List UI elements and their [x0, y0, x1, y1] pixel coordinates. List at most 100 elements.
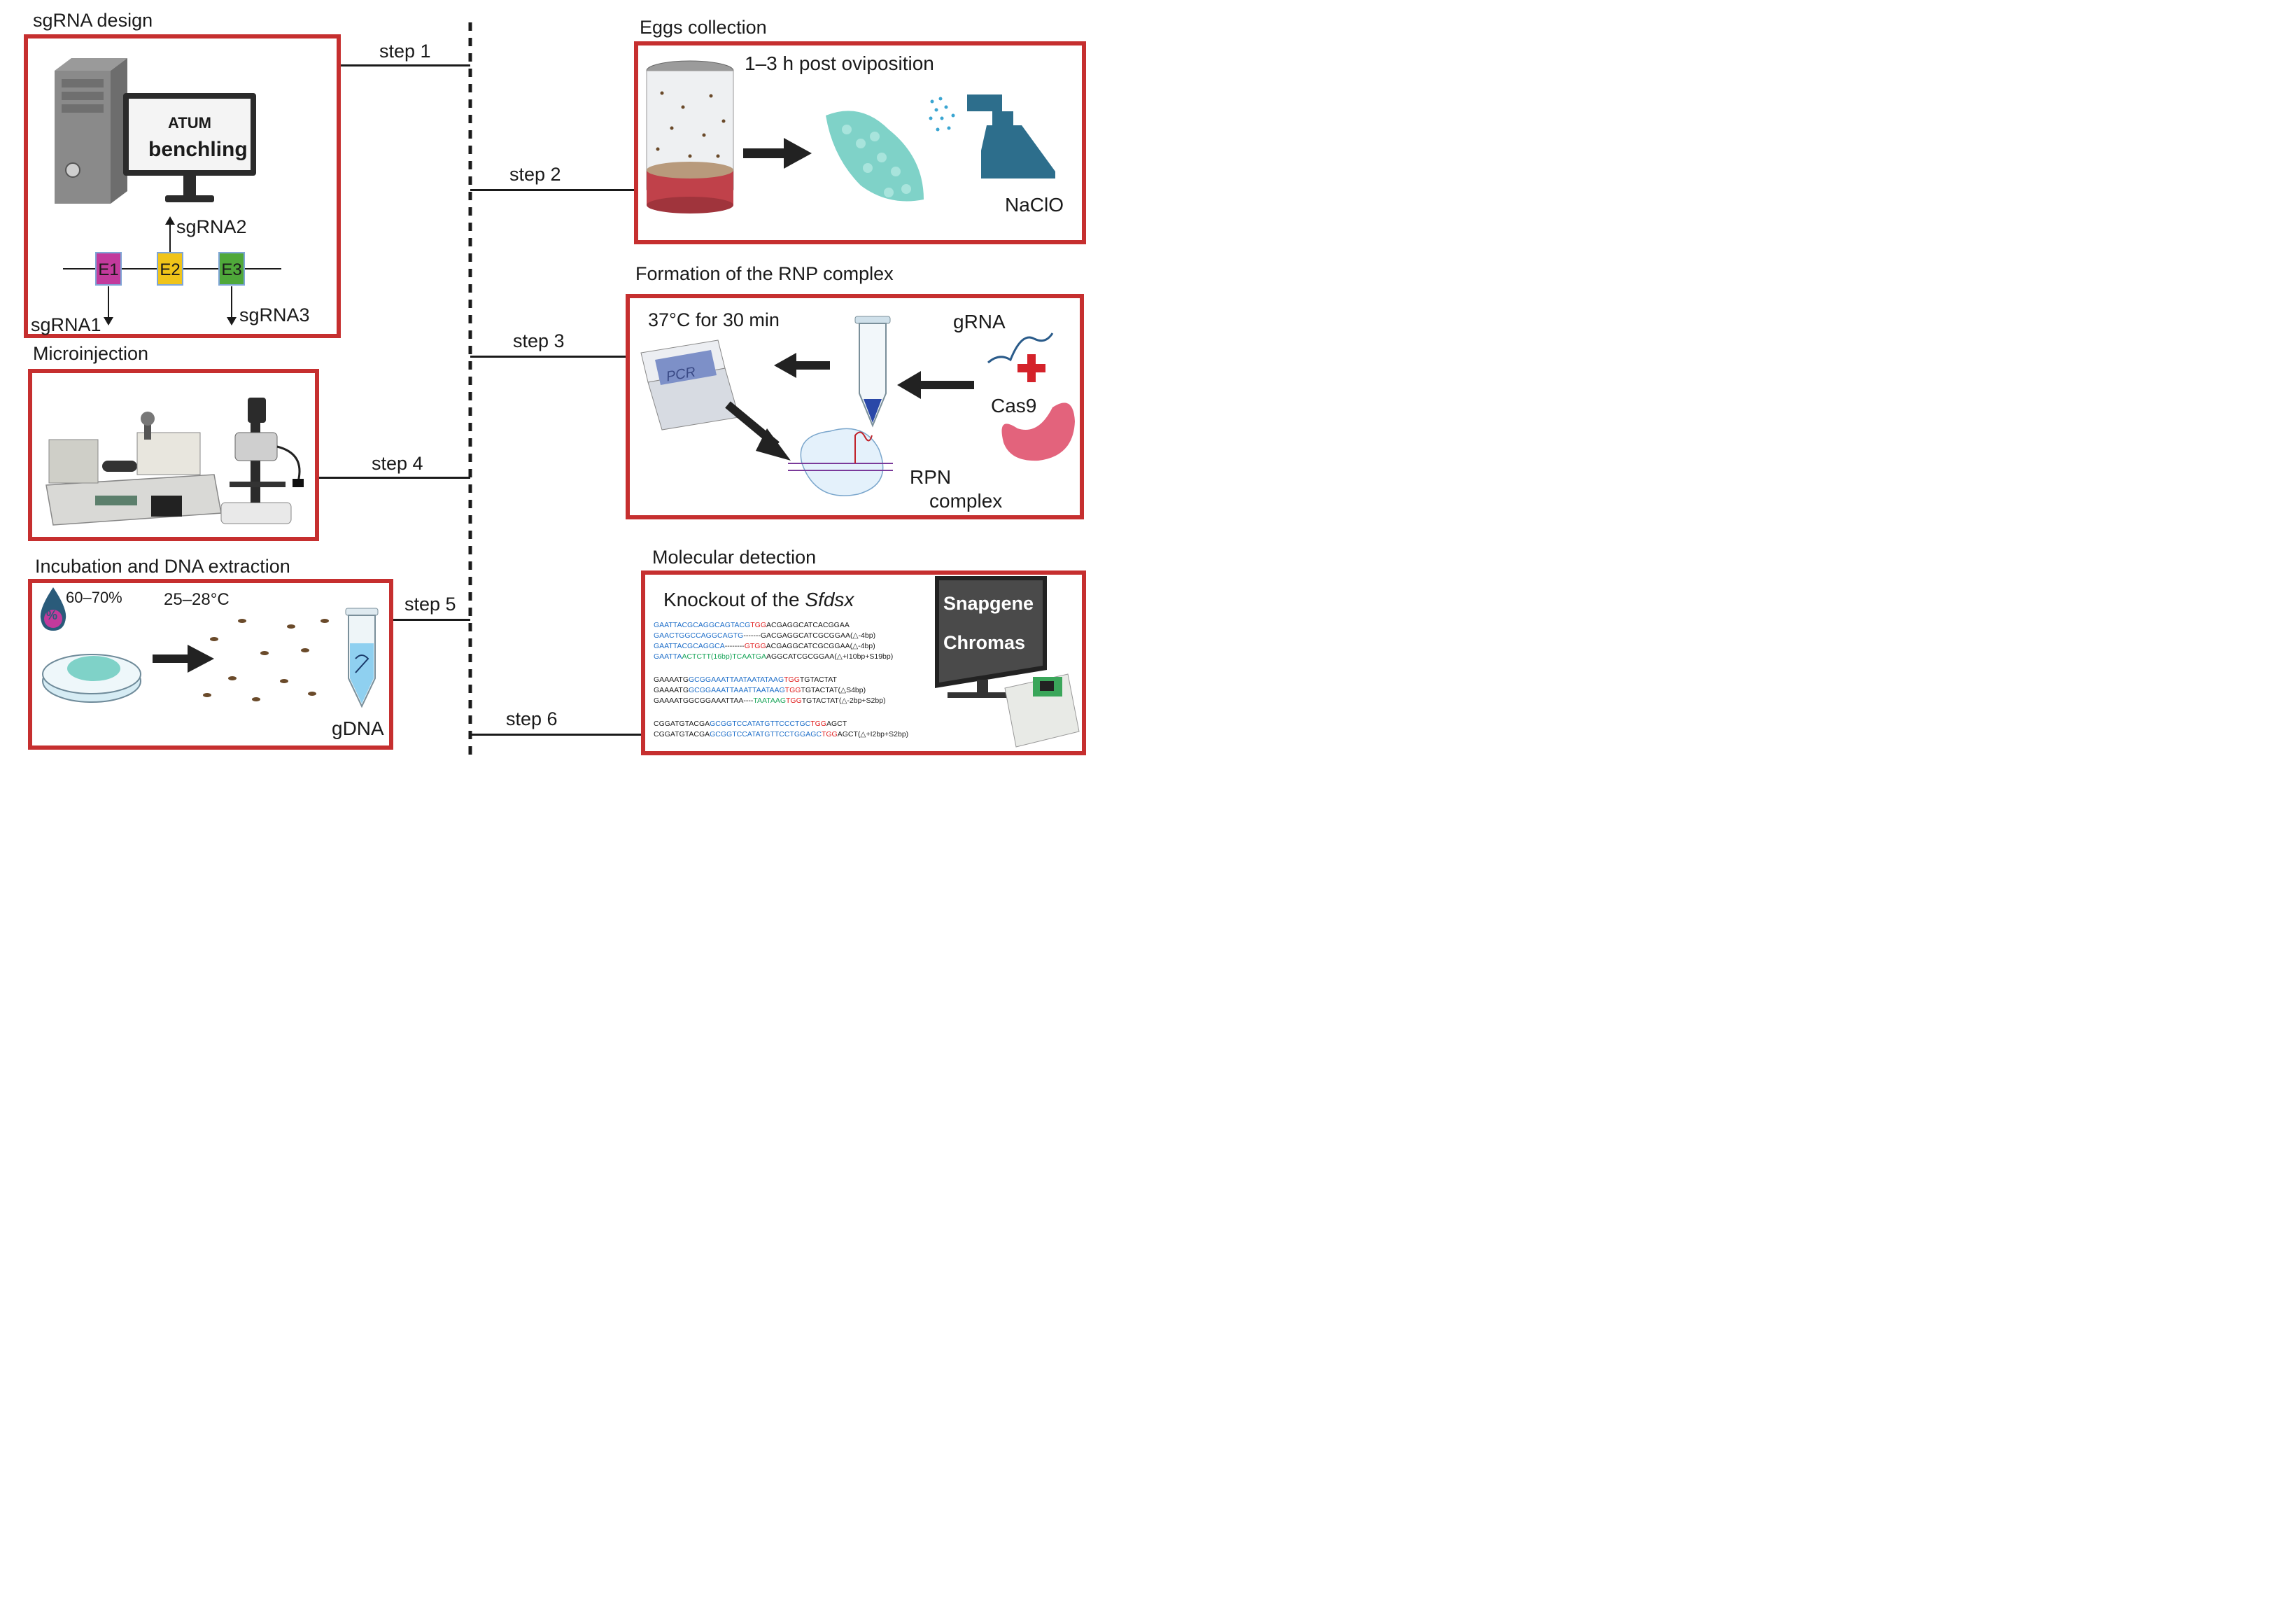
sequence-segment: TGG	[784, 676, 800, 684]
sequence-segment: GAATTA	[654, 652, 682, 661]
monitor-text-benchling: benchling	[148, 138, 248, 161]
sequence-segment: AGCT(△+I2bp+S2bp)	[837, 730, 909, 738]
sequence-segment: GAACTGGCCAGGCAGTG	[654, 631, 744, 640]
connector-step-6	[470, 734, 644, 736]
sequence-segment: GACGAGGCATCGCGGAA(△-4bp)	[760, 631, 876, 640]
rpn-complex-label-line1: RPN	[910, 466, 952, 488]
sequence-segment: TGG	[784, 686, 801, 694]
arrow-left-icon	[774, 353, 830, 378]
eppendorf-tube-icon	[854, 316, 891, 428]
sgrna-design-panel: ATUM benchling E1 E2 E3 sgRNA1 sgRNA2 sg…	[24, 34, 341, 338]
molecular-detection-title: Molecular detection	[652, 547, 817, 568]
sequence-line: GAATTAACTCTT(16bp)TCAATGAAGGCATCGCGGAA(△…	[654, 652, 893, 661]
sequence-segment: TGTACTAT(△S4bp)	[801, 686, 866, 694]
monitor-text-atum: ATUM	[168, 114, 211, 132]
moths-illustration	[203, 619, 329, 701]
molecular-detection-panel: Knockout of the Sfdsx GAATTACGCAGGCAGTAC…	[641, 570, 1086, 755]
step-1-label: step 1	[379, 41, 431, 62]
sequence-segment: GAATTACGCAGGCA	[654, 642, 725, 650]
step-4-label: step 4	[372, 453, 423, 474]
oviposition-cage-icon	[646, 60, 734, 214]
sequence-segment: GCGGTCCATATGTTCCTGGAGC	[710, 730, 822, 738]
microinjection-panel	[28, 369, 319, 541]
gdna-tube-icon	[345, 608, 379, 708]
sequence-segment: --------	[724, 642, 745, 650]
sequence-segment: ACGAGGCATCACGGAA	[766, 621, 850, 629]
sequence-segment: GAAAATGGCGGAAATTAA----	[654, 696, 754, 705]
cas9-label: Cas9	[991, 395, 1037, 416]
rnp-panel: 37°C for 30 min PCR gRNA Cas9 RPN co	[626, 294, 1084, 519]
sequence-segment: GCGGAAATTAATAATATAAG	[688, 676, 784, 684]
sequence-segment: -------	[743, 631, 761, 640]
knockout-heading-prefix: Knockout of the	[663, 589, 805, 610]
connector-step-4	[319, 477, 470, 479]
analysis-monitor-icon	[935, 576, 1080, 748]
temperature-label: 25–28°C	[164, 590, 230, 609]
sequence-segment: TGG	[810, 720, 826, 728]
sequence-segment: CGGATGTACGA	[654, 730, 710, 738]
naclo-label: NaClO	[1005, 194, 1064, 216]
microinjector-equipment-illustration	[45, 398, 304, 526]
sequence-segment: GCGGAAATTAAATTAATAAG	[688, 686, 785, 694]
sequence-segment: AGGCATCGCGGAA(△+I10bp+S19bp)	[766, 652, 894, 661]
sequence-segment: CGGATGTACGA	[654, 720, 710, 728]
sequence-segment: GAATTACGCAGGCAGTACG	[654, 621, 751, 629]
sequence-line: GAACTGGCCAGGCAGTG-------GACGAGGCATCGCGGA…	[654, 631, 875, 640]
rnp-title: Formation of the RNP complex	[635, 263, 894, 284]
sequence-segment: ACGAGGCATCGCGGAA(△-4bp)	[766, 642, 875, 650]
sequence-line: GAAAATGGCGGAAATTAAATTAATAAGTGGTGTACTAT(△…	[654, 686, 866, 694]
sequence-segment: TGG	[750, 621, 767, 629]
sequence-segment: ACTCTT(16bp)TCAATGA	[682, 652, 767, 661]
humidity-drop-symbol: %	[46, 608, 58, 622]
step-5-label: step 5	[404, 594, 456, 615]
incubation-panel: % 60–70% 25–28°C gDNA	[28, 579, 393, 750]
sequence-line: GAATTACGCAGGCA--------GTGGACGAGGCATCGCGG…	[654, 642, 875, 650]
arrow-right-icon	[153, 645, 214, 673]
connector-step-2	[470, 189, 636, 191]
grna-label: gRNA	[953, 311, 1006, 332]
sequence-segment: GCGGTCCATATGTTCCCTGC	[710, 720, 811, 728]
sgrna-arrows	[104, 216, 237, 326]
connector-step-1	[339, 64, 470, 66]
step-2-label: step 2	[509, 164, 561, 185]
sequence-segment: TGG	[786, 696, 802, 705]
knockout-gene-name: Sfdsx	[805, 589, 854, 610]
sequence-segment: AGCT	[826, 720, 847, 728]
sequence-segment: TGTACTAT(△-2bp+S2bp)	[801, 696, 886, 705]
sgrna2-label: sgRNA2	[176, 216, 247, 237]
sequence-segment: GAAAATG	[654, 676, 689, 684]
connector-step-3	[470, 356, 628, 358]
sequence-line: CGGATGTACGAGCGGTCCATATGTTCCCTGCTGGAGCT	[654, 720, 847, 728]
sequence-line: GAATTACGCAGGCAGTACGTGGACGAGGCATCACGGAA	[654, 621, 850, 629]
exon-3: E3	[218, 252, 245, 286]
connector-step-5	[392, 619, 470, 621]
oviposition-timing-label: 1–3 h post oviposition	[745, 52, 934, 74]
sgrna3-label: sgRNA3	[239, 304, 310, 326]
sgrna-design-title: sgRNA design	[33, 10, 153, 31]
sequence-segment: GTGG	[744, 642, 766, 650]
rpn-complex-label-line2: complex	[929, 490, 1003, 512]
monitor-icon	[123, 93, 256, 202]
eggs-collection-title: Eggs collection	[640, 17, 767, 38]
sequence-segment: TGG	[821, 730, 838, 738]
sequence-line: GAAAATGGCGGAAATTAATAATATAAGTGGTGTACTAT	[654, 676, 837, 684]
plus-icon	[1017, 354, 1045, 382]
sgrna1-label: sgRNA1	[31, 314, 101, 335]
grna-strand-icon	[987, 332, 1054, 364]
humidity-label: 60–70%	[66, 589, 122, 606]
sequence-line: CGGATGTACGAGCGGTCCATATGTTCCTGGAGCTGGAGCT…	[654, 730, 908, 738]
eggs-cluster-icon	[826, 111, 924, 202]
sequence-segment: TAATAAG	[753, 696, 787, 705]
cas9-protein-icon	[1001, 402, 1075, 461]
sequence-segment: GAAAATG	[654, 686, 689, 694]
eggs-collection-panel: 1–3 h post oviposition NaC	[634, 41, 1086, 244]
step-3-label: step 3	[513, 330, 565, 351]
gdna-label: gDNA	[332, 718, 384, 739]
microinjection-title: Microinjection	[33, 343, 149, 364]
incubation-condition-label: 37°C for 30 min	[648, 309, 780, 330]
knockout-heading: Knockout of the Sfdsx	[663, 589, 854, 611]
step-6-label: step 6	[506, 708, 558, 729]
sequence-segment: TGTACTAT	[799, 676, 837, 684]
sequence-line: GAAAATGGCGGAAATTAA----TAATAAGTGGTGTACTAT…	[654, 696, 886, 705]
